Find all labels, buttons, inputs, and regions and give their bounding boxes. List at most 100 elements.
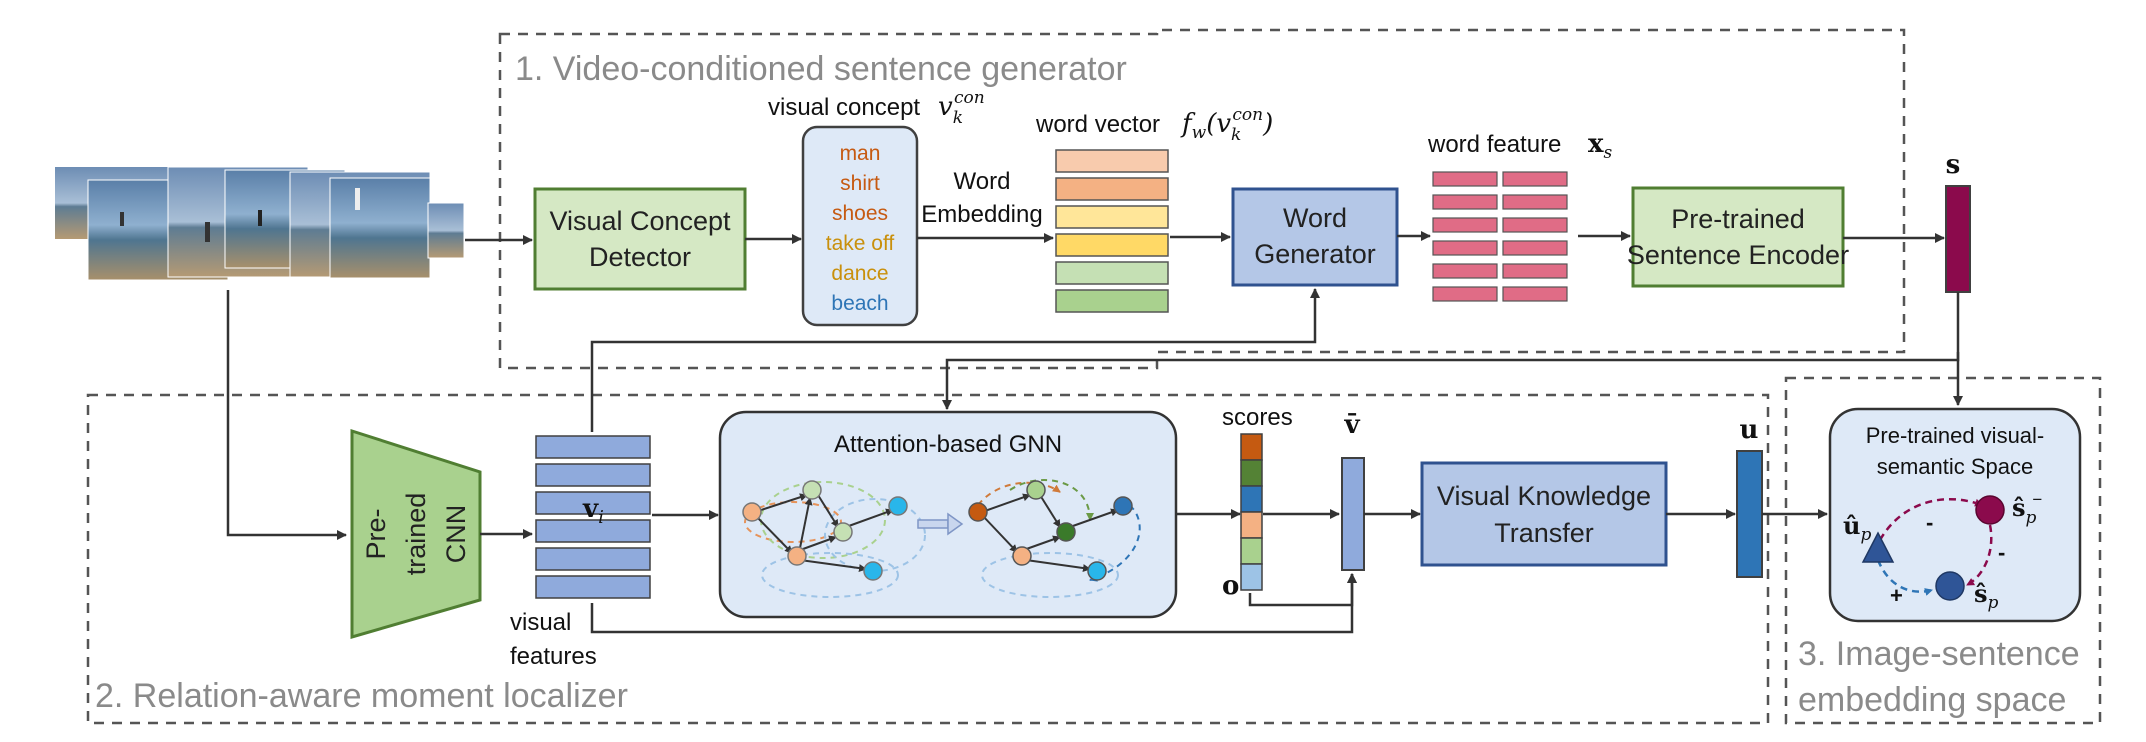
word-feature-cell [1432, 194, 1498, 210]
section-title-2: 2. Relation-aware moment localizer [95, 677, 628, 715]
word-generator-box: Word Generator [1231, 187, 1399, 287]
s-symbol: s [1946, 150, 1961, 180]
sentence-encoder-label-2: Sentence Encoder [1627, 240, 1849, 270]
vbar-symbol: v̄ [1343, 410, 1360, 440]
score-cell [1240, 563, 1263, 591]
s-hat-label: ŝp [1974, 579, 1999, 613]
concept-word: take off [826, 232, 895, 255]
score-cell [1240, 511, 1263, 539]
word-feature-cell [1432, 217, 1498, 233]
visual-features-stack: vi visual features [510, 435, 651, 670]
word-feature-label: word feature [1427, 131, 1561, 158]
word-embedding-label-1: Word [954, 168, 1011, 195]
aggregated-feature-vbar: v̄ [1341, 410, 1365, 571]
visual-feature-bar [535, 519, 651, 543]
visual-concepts-box: visual concept vkcon man shirt shoes take o… [768, 88, 985, 327]
visual-concept-label: visual concept [768, 94, 920, 121]
visual-concept-detector-box: Visual Concept Detector [533, 187, 747, 291]
word-vector-bar [1055, 177, 1169, 201]
visual-feature-bar [535, 463, 651, 487]
visual-features-label-2: features [510, 643, 597, 670]
word-feature-cell [1432, 171, 1498, 187]
u-hat-label: ûp [1843, 511, 1871, 545]
scores-column: scores o [1222, 404, 1293, 601]
arrow-features-to-vbar [590, 573, 1357, 634]
word-feature-cell [1432, 286, 1498, 302]
attention-gnn-box: Attention-based GNN [718, 410, 1178, 619]
cnn-label-1: Pre- [361, 508, 391, 559]
vkt-label-1: Visual Knowledge [1437, 481, 1651, 511]
concept-list: man shirt shoes take off dance beach [826, 142, 895, 315]
word-feature-cell [1432, 240, 1498, 256]
o-symbol: o [1222, 571, 1239, 601]
word-feature-cell [1502, 171, 1568, 187]
vkt-label-2: Transfer [1494, 518, 1594, 548]
fw-symbol: fw(vkcon) [1180, 105, 1273, 145]
word-vector-bar [1055, 205, 1169, 229]
visual-feature-bar [535, 491, 651, 515]
graph-update-arrow [917, 512, 964, 536]
score-cell [1240, 485, 1263, 513]
arrow-o-to-vbar [1248, 573, 1357, 607]
sentence-embedding-s: s [1945, 150, 1971, 293]
score-cell [1240, 537, 1263, 565]
word-feature-cell [1432, 263, 1498, 279]
v-con-symbol: vkcon [938, 88, 985, 128]
score-cell [1240, 459, 1263, 487]
word-vector-stack: word vector fw(vkcon) [1035, 105, 1273, 313]
word-generator-label-2: Generator [1254, 239, 1376, 269]
cnn-label-3: CNN [441, 505, 471, 564]
word-vector-bar [1055, 149, 1169, 173]
word-feature-cell [1502, 263, 1568, 279]
visual-feature-bar [535, 435, 651, 459]
word-vector-bar [1055, 261, 1169, 285]
score-cell [1240, 433, 1263, 461]
word-embedding-label-2: Embedding [921, 201, 1042, 228]
s-hat-neg-label: ŝp− [2012, 490, 2042, 528]
positive-sentence-icon [1935, 571, 1965, 601]
section-moment-localizer: 2. Relation-aware moment localizer [86, 393, 1770, 725]
word-vector-bar [1055, 289, 1169, 313]
graph-after [968, 479, 1141, 598]
space-label-1: Pre-trained visual- [1866, 423, 2045, 448]
cnn-label-2: trained [401, 493, 431, 576]
minus-sign-1: - [1926, 510, 1933, 535]
word-vector-bar [1055, 233, 1169, 257]
visual-features-label-1: visual [510, 609, 571, 636]
concept-word: shoes [832, 202, 888, 225]
detector-label-1: Visual Concept [549, 206, 731, 236]
concept-word: man [840, 142, 881, 165]
concept-word: dance [831, 262, 888, 285]
concept-word: shirt [840, 172, 880, 195]
word-feature-cell [1502, 286, 1568, 302]
vi-symbol: vi [582, 494, 604, 528]
sentence-encoder-label-1: Pre-trained [1671, 204, 1805, 234]
word-feature-cell [1502, 194, 1568, 210]
section-title-3b: embedding space [1798, 681, 2066, 719]
negative-sentence-icon [1975, 495, 2005, 525]
visual-feature-bar [535, 575, 651, 599]
word-feature-grid: word feature xs [1427, 129, 1613, 302]
word-vector-label: word vector [1035, 111, 1160, 138]
section-embedding-space: 3. Image-sentence embedding space [1784, 376, 2102, 725]
xs-symbol: xs [1588, 129, 1613, 163]
gnn-title: Attention-based GNN [834, 431, 1062, 458]
word-feature-cell [1502, 240, 1568, 256]
visual-embedding-u: u [1736, 415, 1763, 578]
u-symbol: u [1740, 415, 1759, 445]
pretrained-cnn: Pre- trained CNN [350, 428, 482, 639]
sentence-encoder-box: Pre-trained Sentence Encoder [1627, 186, 1849, 288]
minus-sign-2: - [1998, 540, 2005, 565]
plus-sign: + [1890, 583, 1903, 608]
anchor-triangle-icon [1861, 531, 1895, 563]
arrow-s-to-gnn [942, 352, 1960, 410]
word-feature-cell [1502, 217, 1568, 233]
word-generator-label-1: Word [1283, 203, 1347, 233]
scores-label: scores [1222, 404, 1293, 431]
section-title-3a: 3. Image-sentence [1798, 635, 2080, 673]
section-title-1: 1. Video-conditioned sentence generator [515, 50, 1127, 88]
visual-feature-bar [535, 547, 651, 571]
space-label-2: semantic Space [1877, 454, 2034, 479]
concept-word: beach [831, 292, 888, 315]
